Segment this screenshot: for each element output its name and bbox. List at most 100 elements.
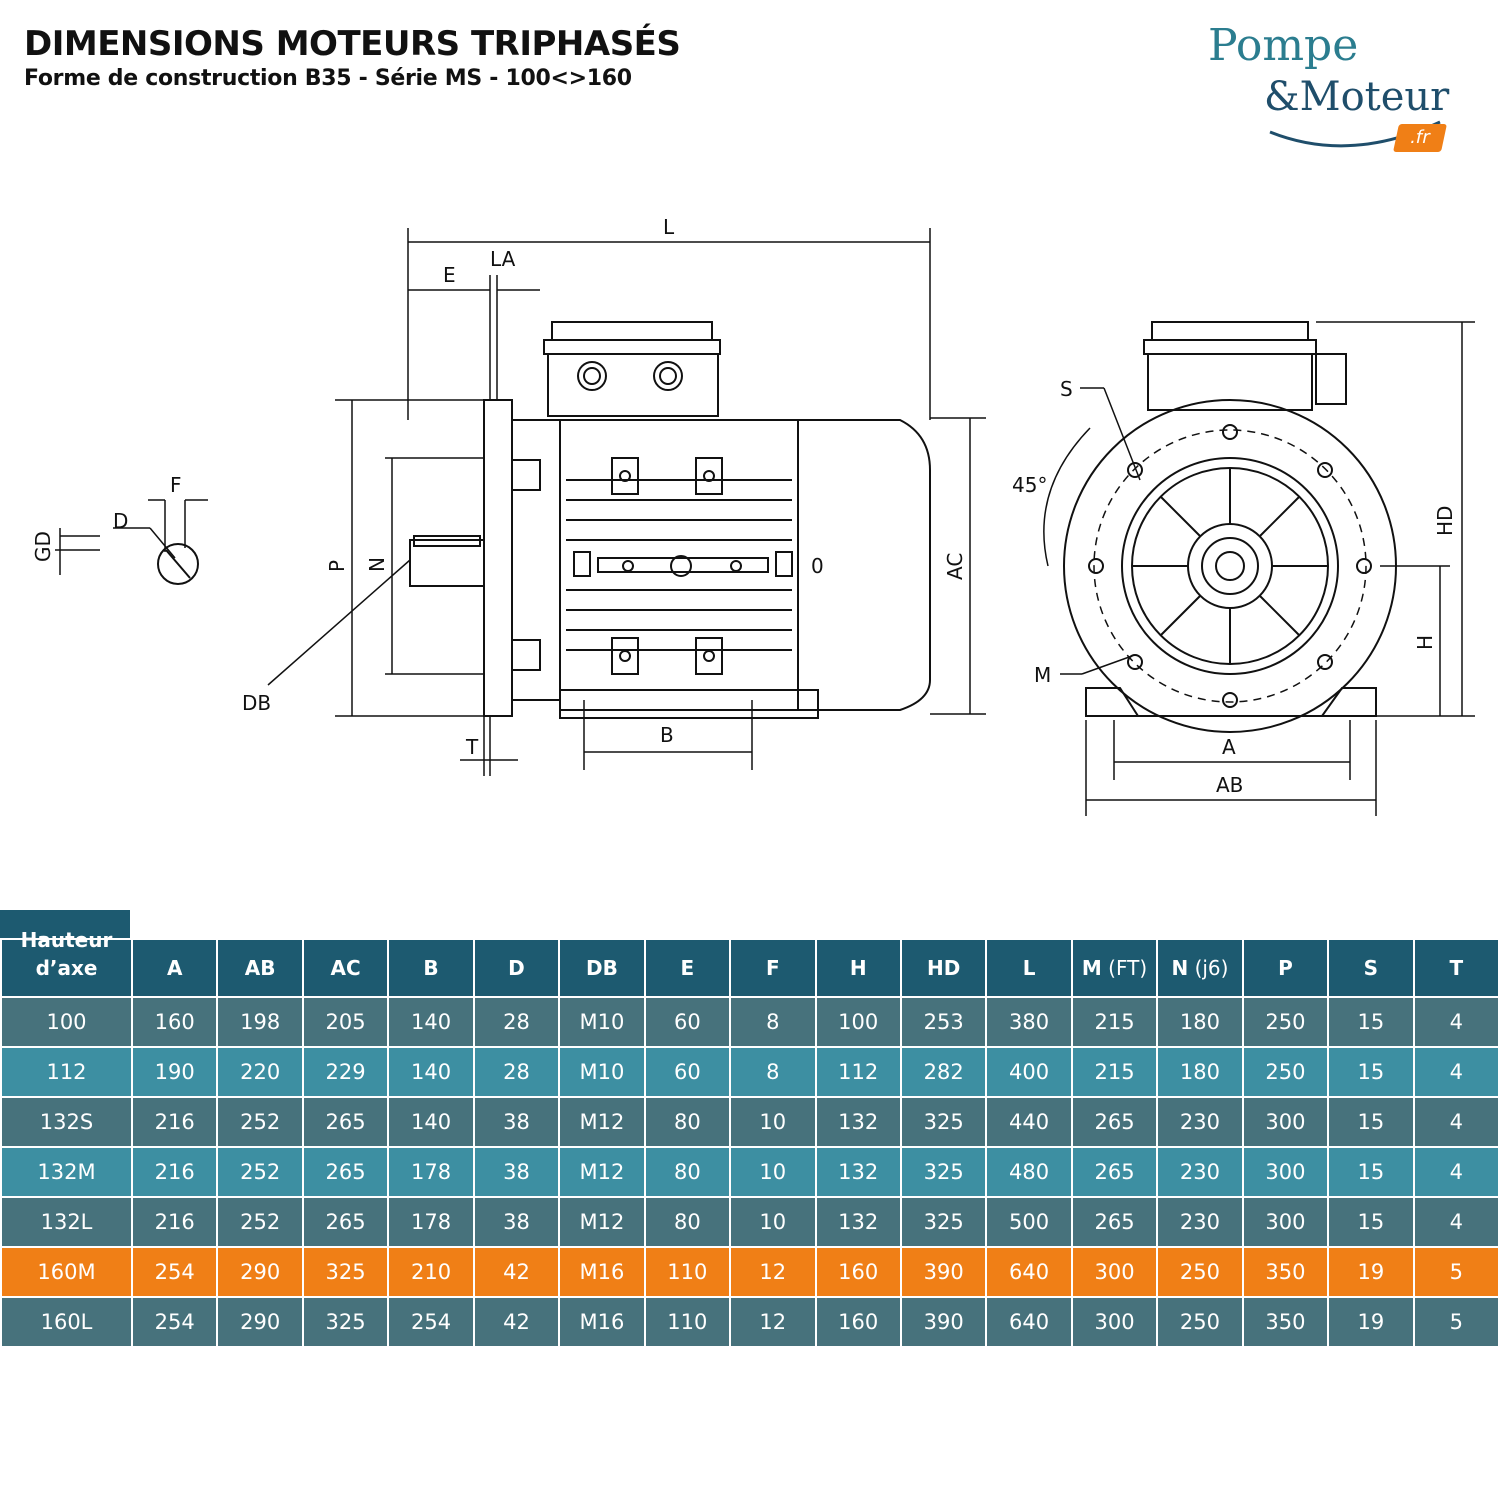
- table-cell: 4: [1412, 1146, 1500, 1198]
- table-cell: 80: [643, 1146, 732, 1198]
- logo-suffix: .fr: [1393, 124, 1447, 152]
- table-cell: 10: [729, 1196, 817, 1248]
- table-cell: 198: [216, 996, 304, 1048]
- label-zero: 0: [811, 554, 824, 578]
- table-cell: 252: [216, 1096, 304, 1148]
- column-header: B: [387, 938, 475, 998]
- table-cell: M12: [558, 1096, 646, 1148]
- table-cell: 230: [1156, 1146, 1244, 1198]
- table-cell: 325: [301, 1296, 390, 1348]
- table-cell: 8: [729, 996, 817, 1048]
- column-header-main: P: [1278, 956, 1293, 980]
- table-cell: 80: [643, 1196, 732, 1248]
- table-cell: 38: [472, 1196, 561, 1248]
- table-cell: 216: [130, 1146, 219, 1198]
- table-cell: 160: [814, 1246, 902, 1298]
- table-cell: 28: [472, 1046, 561, 1098]
- column-header: F: [729, 938, 817, 998]
- table-cell: 80: [643, 1096, 732, 1148]
- table-cell: 325: [899, 1146, 988, 1198]
- table-cell: 265: [301, 1146, 390, 1198]
- column-header-main: F: [765, 956, 780, 980]
- label-T: T: [465, 735, 479, 759]
- table-cell: M12: [558, 1196, 646, 1248]
- column-header: T: [1412, 938, 1500, 998]
- table-cell: 250: [1156, 1296, 1244, 1348]
- row-axis-height-cell: 100: [0, 996, 133, 1048]
- table-cell: 290: [216, 1296, 304, 1348]
- table-cell: 205: [301, 996, 390, 1048]
- page-title: DIMENSIONS MOTEURS TRIPHASÉS: [24, 24, 681, 64]
- table-cell: 290: [216, 1246, 304, 1298]
- table-cell: 5: [1412, 1296, 1500, 1348]
- table-cell: 60: [643, 996, 732, 1048]
- table-cell: M16: [558, 1296, 646, 1348]
- table-cell: 112: [814, 1046, 902, 1098]
- page-subtitle: Forme de construction B35 - Série MS - 1…: [24, 66, 632, 91]
- table-cell: 190: [130, 1046, 219, 1098]
- table-cell: 215: [1070, 996, 1159, 1048]
- table-cell: 350: [1241, 1296, 1330, 1348]
- label-L: L: [663, 215, 675, 239]
- table-cell: 110: [643, 1296, 732, 1348]
- table-cell: 216: [130, 1096, 219, 1148]
- table-cell: 265: [1070, 1196, 1159, 1248]
- table-cell: 300: [1241, 1146, 1330, 1198]
- column-header-main: A: [166, 956, 183, 980]
- table-cell: 8: [729, 1046, 817, 1098]
- table-cell: 210: [387, 1246, 475, 1298]
- table-cell: 28: [472, 996, 561, 1048]
- column-header: D: [472, 938, 561, 998]
- table-cell: 640: [985, 1296, 1073, 1348]
- label-D: D: [113, 509, 128, 533]
- header-axis-line-1: Hauteur: [20, 928, 113, 952]
- table-cell: 12: [729, 1296, 817, 1348]
- table-cell: 140: [387, 1046, 475, 1098]
- column-header-sub: (j6): [1188, 956, 1229, 980]
- row-axis-height-cell: 112: [0, 1046, 133, 1098]
- table-cell: 250: [1156, 1246, 1244, 1298]
- table-cell: 325: [301, 1246, 390, 1298]
- table-cell: 216: [130, 1196, 219, 1248]
- table-cell: 180: [1156, 996, 1244, 1048]
- logo-line-2: &Moteur: [1264, 74, 1450, 120]
- table-cell: 15: [1327, 1146, 1415, 1198]
- column-header-main: AB: [244, 956, 276, 980]
- table-cell: 282: [899, 1046, 988, 1098]
- table-cell: 10: [729, 1096, 817, 1148]
- label-S: S: [1060, 377, 1073, 401]
- row-axis-height-cell: 160M: [0, 1246, 133, 1298]
- table-cell: 325: [899, 1096, 988, 1148]
- label-DB: DB: [242, 691, 271, 715]
- table-cell: 230: [1156, 1096, 1244, 1148]
- row-axis-height-cell: 132S: [0, 1096, 133, 1148]
- table-cell: 300: [1070, 1296, 1159, 1348]
- row-axis-height-cell: 132L: [0, 1196, 133, 1248]
- label-F: F: [170, 473, 182, 497]
- table-cell: 265: [301, 1196, 390, 1248]
- label-angle: 45°: [1012, 473, 1047, 497]
- label-LA: LA: [490, 247, 516, 271]
- brand-logo[interactable]: Pompe &Moteur .fr: [1200, 14, 1470, 154]
- table-cell: 440: [985, 1096, 1073, 1148]
- table-cell: 19: [1327, 1296, 1415, 1348]
- table-cell: 10: [729, 1146, 817, 1198]
- column-header-main: B: [423, 956, 439, 980]
- table-cell: 265: [1070, 1096, 1159, 1148]
- column-header: DB: [558, 938, 646, 998]
- label-AC: AC: [943, 553, 967, 580]
- table-cell: 5: [1412, 1246, 1500, 1298]
- table-cell: 15: [1327, 1196, 1415, 1248]
- column-header-main: S: [1363, 956, 1379, 980]
- table-cell: 15: [1327, 1046, 1415, 1098]
- column-header: E: [643, 938, 732, 998]
- table-cell: 38: [472, 1146, 561, 1198]
- table-cell: 110: [643, 1246, 732, 1298]
- column-header-main: N: [1171, 956, 1189, 980]
- column-header-main: T: [1449, 956, 1464, 980]
- column-header-main: E: [680, 956, 695, 980]
- label-GD: GD: [31, 531, 55, 562]
- column-header: H: [814, 938, 902, 998]
